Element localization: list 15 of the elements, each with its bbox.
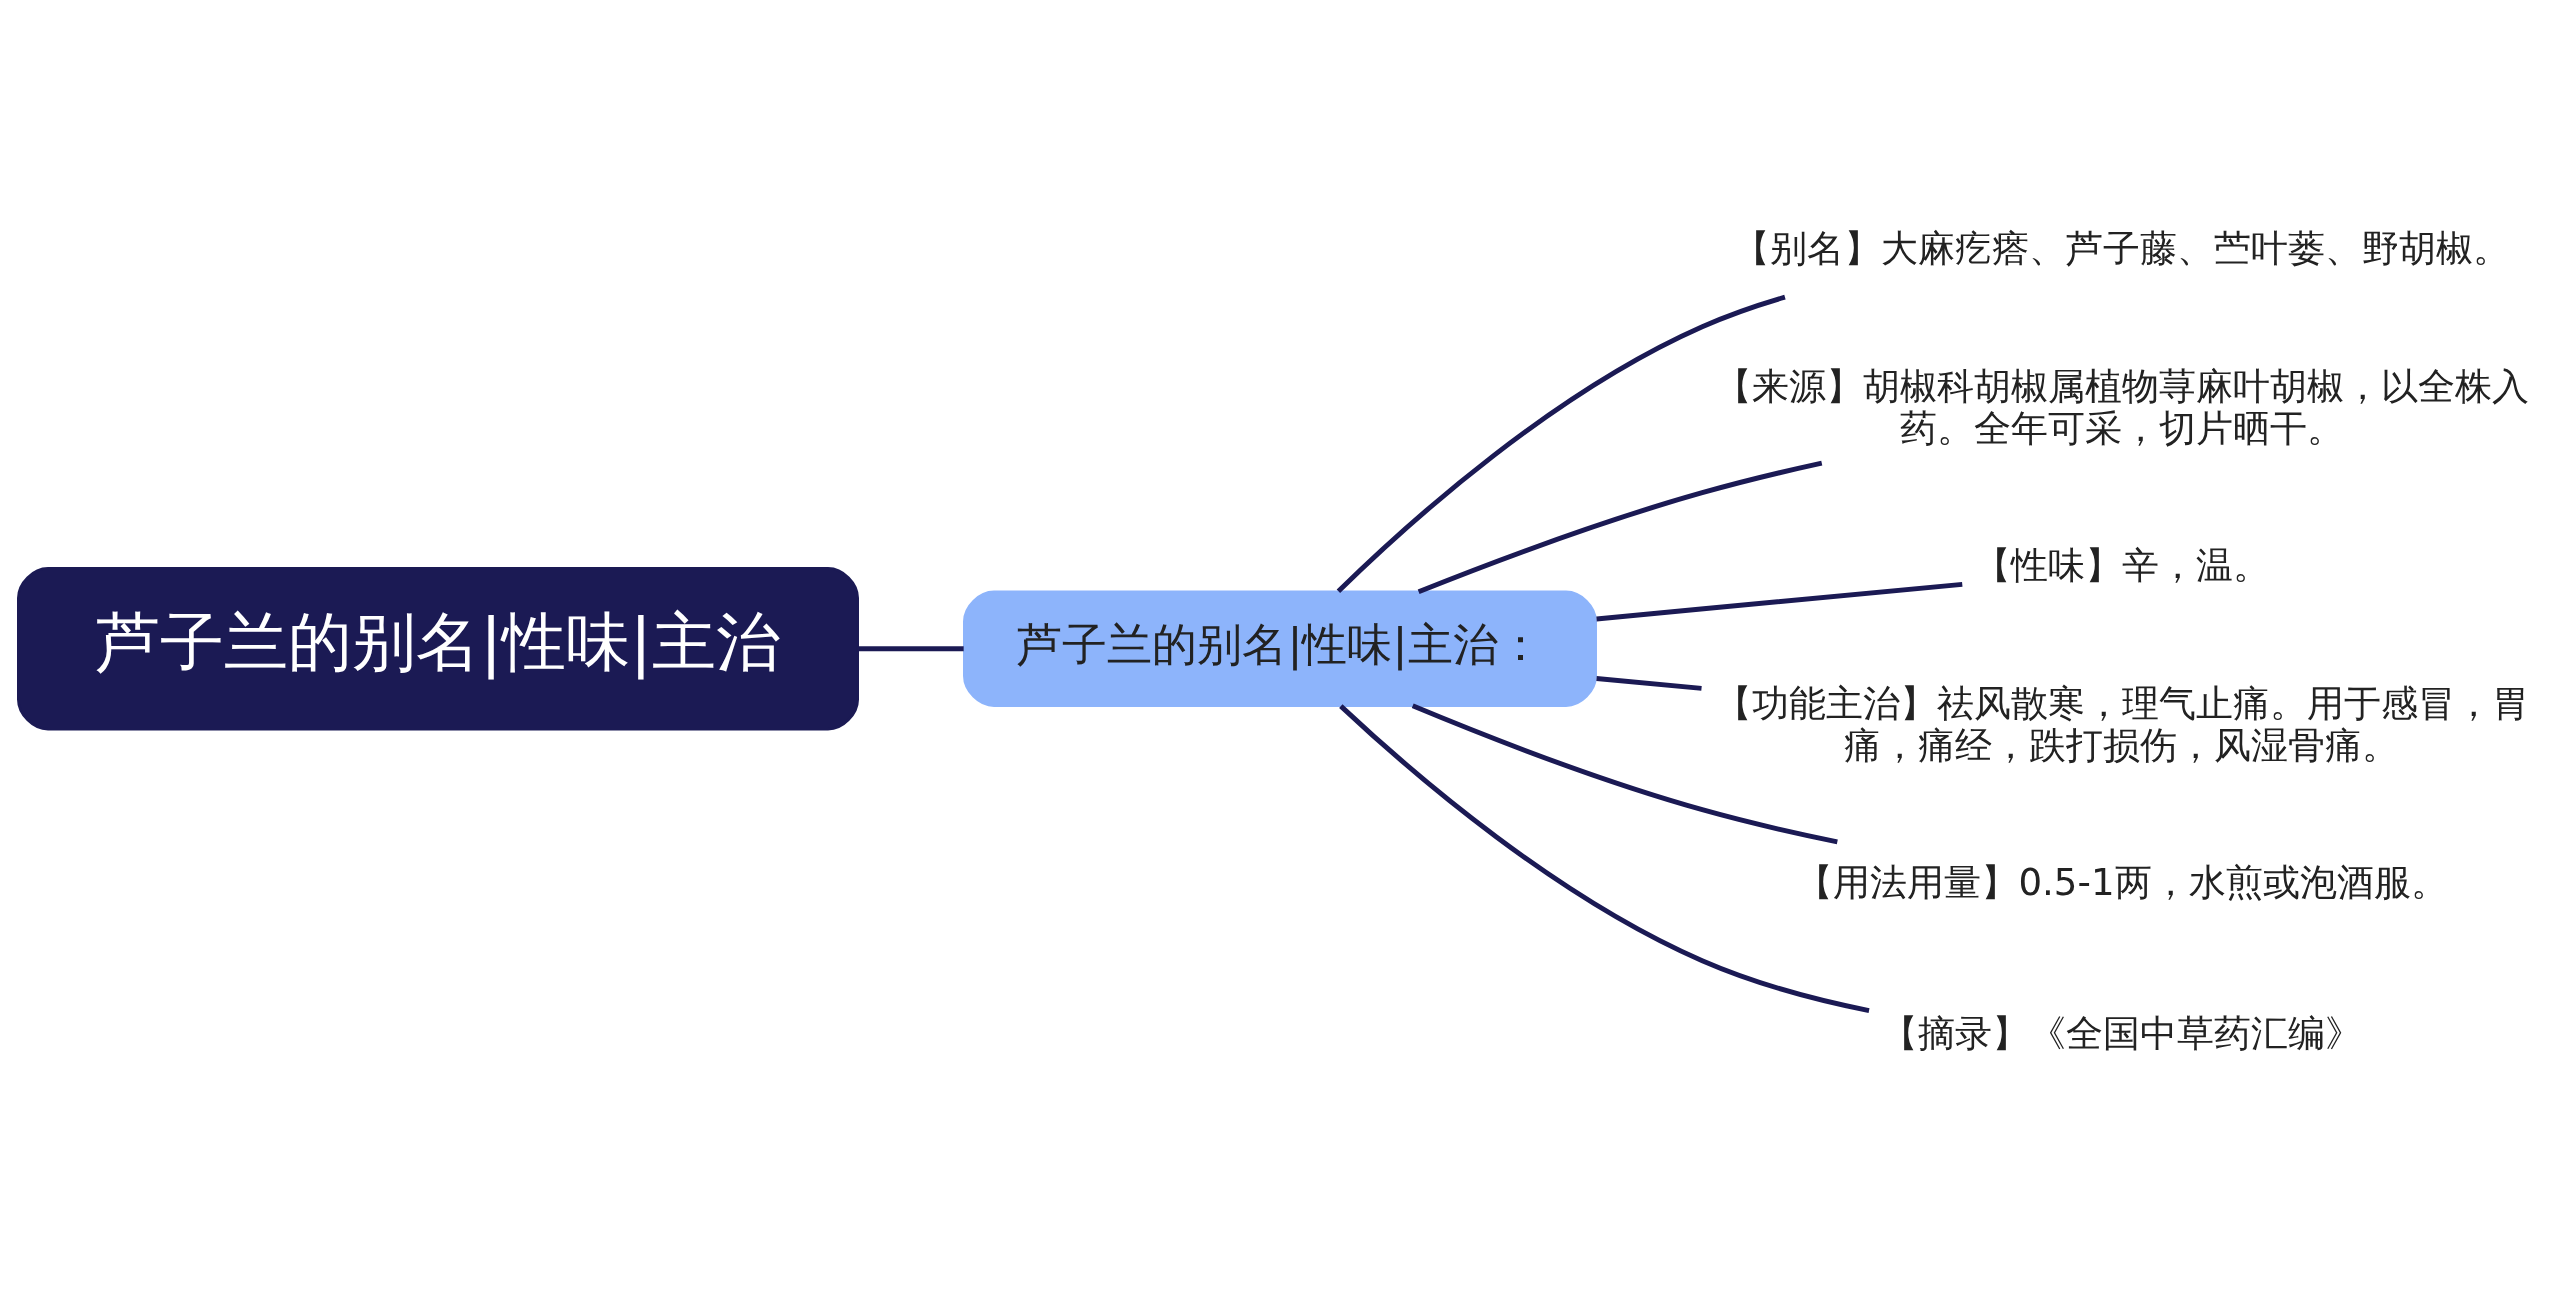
connector xyxy=(1417,460,1823,594)
connector xyxy=(1411,703,1838,844)
node-text: 【用法用量】0.5-1两，水煎或泡酒服。 xyxy=(1796,860,2448,904)
connector xyxy=(1596,675,1702,691)
node-text: 【别名】大麻疙瘩、芦子藤、苎叶蒌、野胡椒。 xyxy=(1733,226,2511,270)
connector xyxy=(1596,581,1963,621)
node-text: 【来源】胡椒科胡椒属植物荨麻叶胡椒，以全株入药。全年可采，切片晒干。 xyxy=(1714,364,2529,450)
connector xyxy=(857,645,964,651)
node-text: 【摘录】《全国中草药汇编》 xyxy=(1881,1011,2363,1055)
node-text: 【功能主治】祛风散寒，理气止痛。用于感冒，胃痛，痛经，跌打损伤，风湿骨痛。 xyxy=(1714,681,2529,767)
connector xyxy=(1336,294,1786,593)
connector xyxy=(1339,703,1870,1013)
node-text: 【性味】辛，温。 xyxy=(1973,543,2270,587)
node-box: 芦子兰的别名|性味|主治 xyxy=(17,566,859,730)
node-box: 芦子兰的别名|性味|主治： xyxy=(963,590,1597,707)
